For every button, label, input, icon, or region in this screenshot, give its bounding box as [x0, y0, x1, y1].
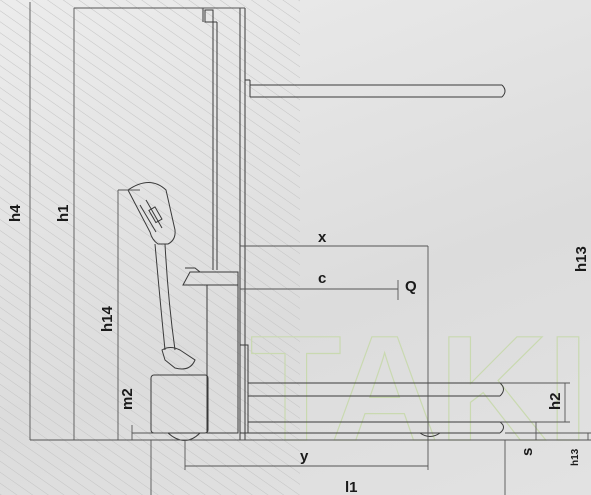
label-s: s: [519, 448, 536, 456]
tiller: [127, 182, 196, 370]
label-h1: h1: [55, 204, 72, 222]
label-y: y: [300, 448, 309, 465]
truck-body: [150, 267, 239, 434]
label-x: x: [318, 229, 327, 246]
dimension-lines: [29, 2, 591, 495]
label-h14: h14: [99, 305, 116, 332]
upper-fork: [245, 79, 506, 98]
label-l1: l1: [345, 479, 358, 495]
label-h4: h4: [7, 204, 24, 222]
watermark-text: TAKI: [250, 304, 589, 472]
label-c: c: [318, 270, 326, 287]
label-Q: Q: [405, 278, 417, 295]
label-h13-small: h13: [570, 448, 581, 466]
lower-fork: [239, 344, 504, 434]
label-h2: h2: [547, 392, 564, 410]
label-m2: m2: [119, 388, 136, 410]
label-h13-right: h13: [573, 246, 590, 272]
